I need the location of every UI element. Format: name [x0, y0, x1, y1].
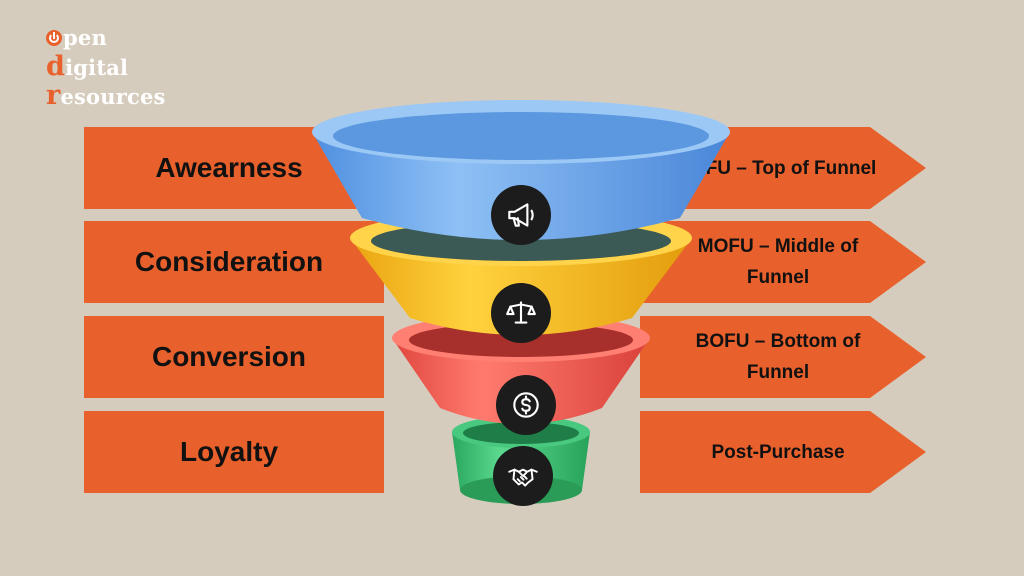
logo-text-resources: esources: [60, 84, 166, 109]
logo-line-open: pen: [46, 24, 107, 51]
phase-label-tofu: TOFU – Top of Funnel: [679, 157, 877, 179]
logo-text-digital: igital: [65, 55, 129, 80]
logo-line-resources: resources: [46, 82, 166, 110]
dollar-icon: [496, 375, 556, 435]
logo-line-digital: digital: [46, 53, 128, 81]
stage-label-awareness: Awearness: [155, 152, 303, 183]
logo: pen digital resources: [46, 24, 186, 114]
logo-initial-d: d: [46, 51, 66, 82]
phase-arrow-mofu: MOFU – Middle of Funnel: [640, 221, 926, 303]
stage-label-conversion: Conversion: [151, 341, 307, 372]
power-icon: [46, 30, 62, 46]
logo-text-open: pen: [63, 25, 107, 50]
stage-label-consideration: Consideration: [134, 246, 324, 277]
phase-arrow-post-purchase: Post-Purchase: [640, 411, 926, 493]
phase-label-bofu: BOFU – Bottom of Funnel: [695, 331, 861, 383]
stage-banner-conversion: Conversion: [84, 316, 384, 398]
megaphone-icon: [491, 185, 551, 245]
stage-banner-loyalty: Loyalty: [84, 411, 384, 493]
scale-icon: [491, 283, 551, 343]
stage-banner-consideration: Consideration: [84, 221, 384, 303]
logo-initial-r: r: [46, 80, 61, 111]
handshake-icon: [493, 446, 553, 506]
stage-label-loyalty: Loyalty: [179, 436, 279, 467]
phase-label-post-purchase: Post-Purchase: [711, 441, 845, 463]
phase-label-mofu: MOFU – Middle of Funnel: [697, 236, 859, 288]
phase-arrow-bofu: BOFU – Bottom of Funnel: [640, 316, 926, 398]
